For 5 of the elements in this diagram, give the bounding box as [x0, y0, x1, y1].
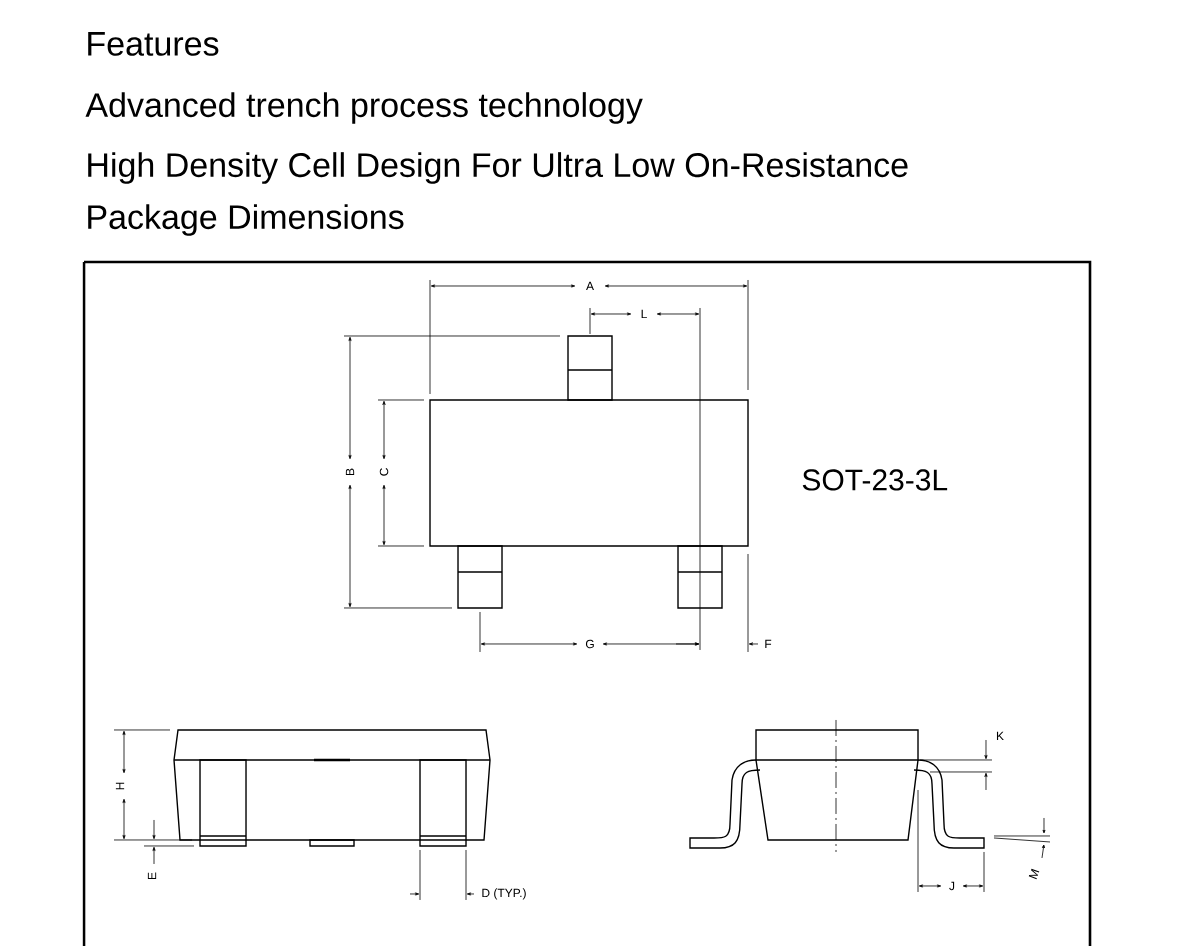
heading: Package Dimensions [88, 204, 404, 236]
feature-text: High Density Cell Design For Ultra Low On-Resistance [88, 152, 908, 184]
package-label: SOT-23-3L [802, 469, 948, 491]
heading: Features [88, 32, 219, 56]
feature-text: Advanced trench process technology [85, 92, 643, 124]
